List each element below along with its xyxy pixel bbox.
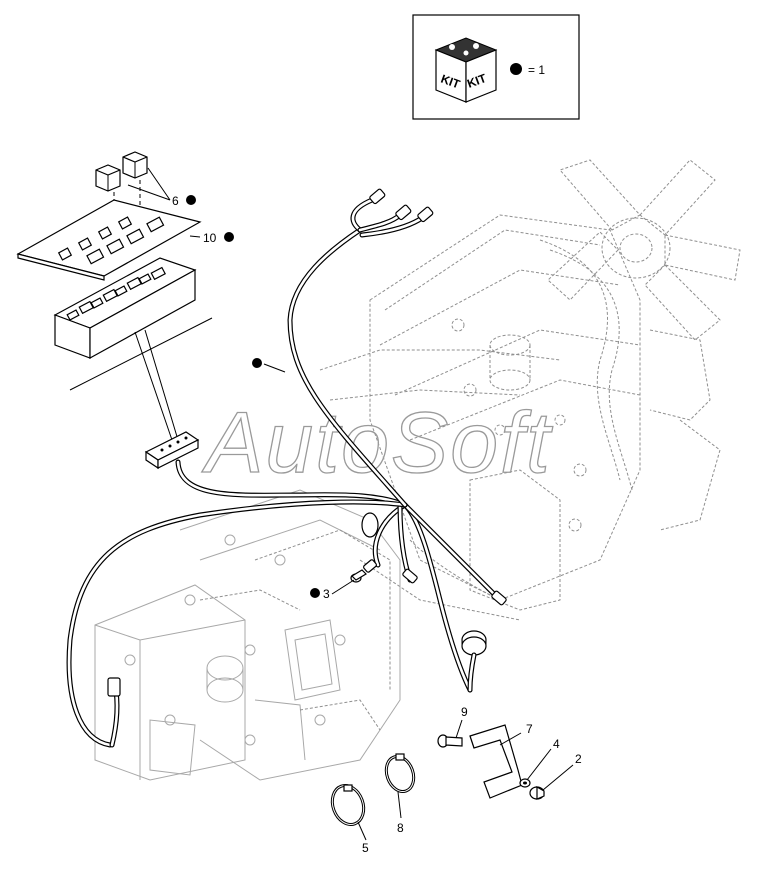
kit-legend: KIT KIT = 1 — [412, 14, 580, 120]
kit-label-right: KIT — [465, 71, 489, 91]
bullet-dot-icon — [310, 588, 320, 598]
nut-part-2 — [529, 785, 545, 800]
bullet-dot-icon — [510, 63, 522, 75]
fuse-panel-inset — [16, 151, 213, 441]
wiring-harness — [66, 197, 503, 748]
callout-9: 9 — [461, 705, 468, 719]
callout-labels: 6 10 3 5 8 9 7 4 2 — [172, 194, 582, 855]
bullet-dot-icon — [224, 232, 234, 242]
hose-clip-part-5 — [330, 784, 366, 826]
legend-equals-text: = 1 — [528, 63, 545, 77]
bullet-dot-icon — [186, 195, 196, 205]
hose-clip-part-8 — [384, 753, 416, 793]
callout-2: 2 — [575, 752, 582, 766]
callout-6: 6 — [172, 194, 179, 208]
callout-5: 5 — [362, 841, 369, 855]
callout-10: 10 — [203, 231, 217, 245]
screw-part-9 — [437, 734, 463, 748]
bullet-dot-icon — [252, 358, 262, 368]
bracket-part-7 — [469, 724, 523, 799]
kit-box-icon: KIT KIT — [434, 37, 498, 103]
callout-7: 7 — [526, 722, 533, 736]
callout-3: 3 — [323, 587, 330, 601]
kit-label-left: KIT — [439, 72, 463, 92]
callout-8: 8 — [397, 821, 404, 835]
callout-bullets — [186, 195, 320, 598]
leader-lines — [127, 167, 574, 841]
pressure-switch-part — [461, 630, 487, 693]
callout-4: 4 — [553, 737, 560, 751]
loose-parts — [330, 724, 545, 826]
engine-ghost — [319, 159, 741, 621]
washer-part-4 — [519, 778, 531, 788]
sensor-part — [350, 569, 367, 583]
relay-part — [95, 151, 148, 192]
connector-block — [144, 431, 200, 470]
wire-end-connectors — [107, 188, 507, 697]
